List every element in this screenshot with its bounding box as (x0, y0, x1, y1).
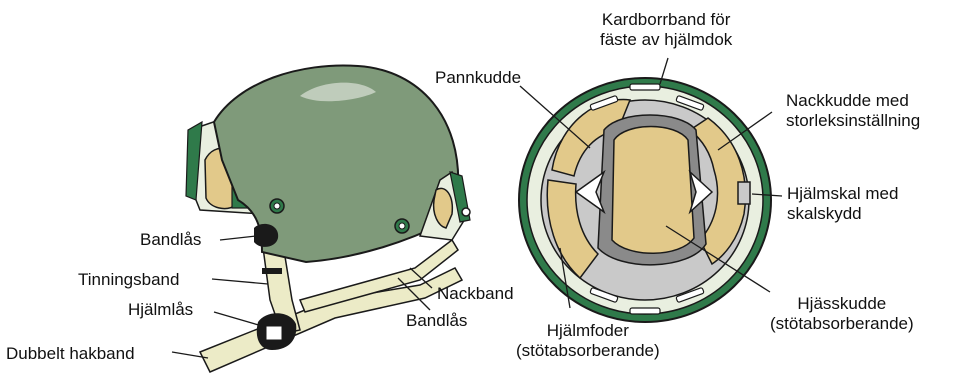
label-kardborrband: Kardborrband för fäste av hjälmdok (600, 10, 732, 50)
leader-hjalmlas (214, 312, 262, 326)
label-hjalmskal-line1: Hjälmskal med (787, 184, 898, 204)
label-hjalmskal: Hjälmskal med skalskydd (787, 184, 898, 224)
rivet-front (270, 199, 284, 213)
crown-pad (612, 127, 694, 254)
size-adjuster (738, 182, 750, 204)
helmet-lock-buckle (257, 313, 297, 350)
label-nackband: Nackband (437, 284, 514, 304)
label-hjalmfoder-line2: (stötabsorberande) (516, 341, 660, 361)
leader-tinningsband (212, 279, 268, 284)
label-hjasskudde: Hjässkudde (stötabsorberande) (770, 294, 914, 334)
label-bandlas-left: Bandlås (140, 230, 201, 250)
label-nackkudde-line1: Nackkudde med (786, 91, 920, 111)
label-kardborrband-line2: fäste av hjälmdok (600, 30, 732, 50)
label-tinningsband: Tinningsband (78, 270, 179, 290)
label-dubbelt-hakband: Dubbelt hakband (6, 344, 135, 364)
label-nackkudde: Nackkudde med storleksinställning (786, 91, 920, 131)
label-kardborrband-line1: Kardborrband för (600, 10, 732, 30)
rear-knob (462, 208, 470, 216)
label-hjasskudde-line1: Hjässkudde (770, 294, 914, 314)
temple-strap-clip (262, 268, 282, 274)
label-hjalmfoder-line1: Hjälmfoder (516, 321, 660, 341)
velcro-top (630, 84, 660, 90)
velcro-bottom (630, 308, 660, 314)
label-hjalmlas: Hjälmlås (128, 300, 193, 320)
label-hjalmskal-line2: skalskydd (787, 204, 898, 224)
helmet-top-view (519, 78, 771, 322)
leader-bandlas-left (220, 236, 256, 240)
label-hjasskudde-line2: (stötabsorberande) (770, 314, 914, 334)
label-pannkudde: Pannkudde (435, 68, 521, 88)
rivet-rear (395, 219, 409, 233)
label-bandlas-right: Bandlås (406, 311, 467, 331)
label-hjalmfoder: Hjälmfoder (stötabsorberande) (516, 321, 660, 361)
label-nackkudde-line2: storleksinställning (786, 111, 920, 131)
